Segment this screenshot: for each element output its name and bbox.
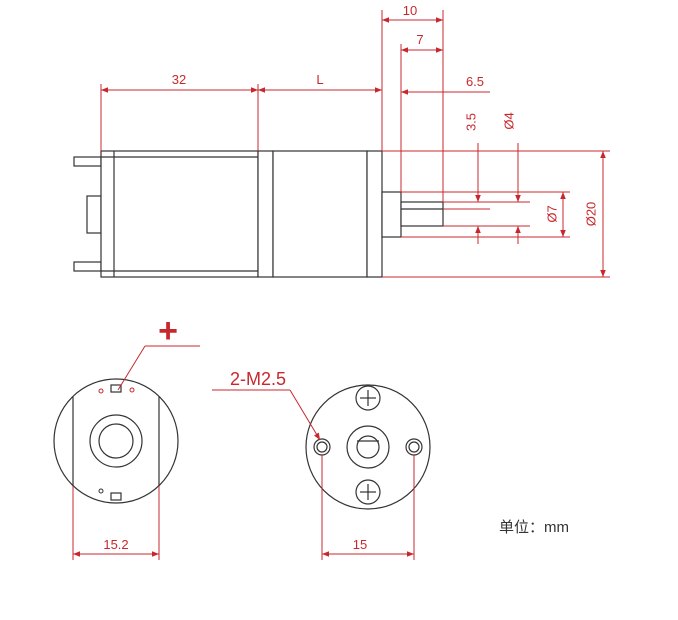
extension-lines bbox=[100, 10, 610, 278]
dim-flat-depth: 3.5 bbox=[463, 113, 478, 131]
terminal-positive bbox=[110, 384, 122, 393]
gearbox-ring bbox=[257, 150, 274, 278]
dim-body-diameter: Ø20 bbox=[583, 202, 598, 227]
front-view bbox=[305, 384, 431, 510]
rear-view bbox=[53, 378, 179, 504]
end-cap bbox=[86, 195, 102, 234]
dim-flat-length: 6.5 bbox=[466, 74, 484, 89]
dim-shaft-extension: 10 bbox=[403, 3, 417, 18]
terminal-negative bbox=[110, 492, 122, 501]
output-boss bbox=[381, 191, 402, 238]
motor-body bbox=[100, 150, 259, 278]
side-view bbox=[73, 150, 444, 278]
dim-shaft-length: 7 bbox=[416, 32, 423, 47]
dimension-lines bbox=[101, 17, 606, 277]
gearbox-body bbox=[272, 150, 368, 278]
unit-label: 单位：mm bbox=[499, 519, 569, 536]
dim-boss-diameter: Ø7 bbox=[544, 205, 559, 222]
mount-hole-callout: 2-M2.5 bbox=[230, 369, 286, 389]
screw-bottom bbox=[355, 479, 381, 505]
terminal-bottom bbox=[73, 261, 102, 272]
output-shaft bbox=[400, 201, 444, 227]
dim-motor-length: 32 bbox=[172, 72, 186, 87]
polarity-marker: + bbox=[158, 312, 178, 350]
dim-gearbox-length: L bbox=[316, 72, 323, 87]
mount-hole-right bbox=[405, 438, 423, 456]
dim-hole-spacing: 15 bbox=[353, 537, 367, 552]
gearbox-plate bbox=[366, 150, 383, 278]
dim-terminal-spacing: 15.2 bbox=[103, 537, 128, 552]
dim-shaft-diameter: Ø4 bbox=[501, 112, 516, 129]
terminal-top bbox=[73, 156, 102, 167]
mount-hole-left bbox=[313, 438, 331, 456]
screw-top bbox=[355, 385, 381, 411]
